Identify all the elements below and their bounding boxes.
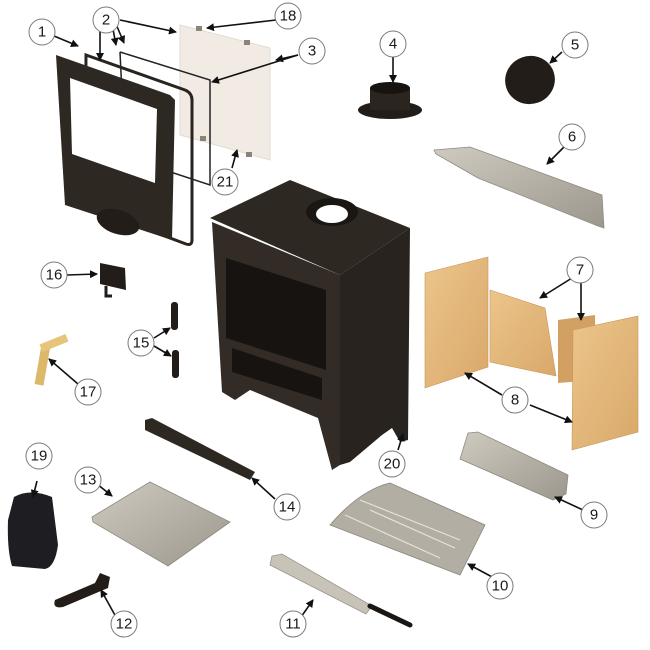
callout-20: 20 (378, 450, 406, 478)
callout-19: 19 (25, 442, 53, 470)
svg-text:17: 17 (80, 384, 97, 401)
svg-text:21: 21 (217, 174, 234, 191)
callout-8: 8 (501, 386, 529, 414)
callout-17: 17 (74, 378, 102, 406)
tool (54, 573, 110, 608)
svg-text:6: 6 (568, 129, 576, 146)
svg-text:3: 3 (308, 43, 316, 60)
callout-6: 6 (558, 123, 586, 151)
svg-text:18: 18 (280, 8, 297, 25)
flue-collar (358, 82, 422, 119)
callout-18: 18 (274, 2, 302, 30)
callout-1: 1 (28, 18, 56, 46)
callout-9: 9 (580, 501, 608, 529)
hinge-pins (171, 302, 179, 378)
baffle-plate (433, 146, 605, 229)
glass-clip (196, 26, 202, 31)
svg-text:16: 16 (46, 267, 63, 284)
svg-text:1: 1 (38, 24, 46, 41)
riddling-bar (269, 553, 413, 628)
leader-lines (30, 19, 585, 618)
firebricks (424, 256, 639, 451)
stove-body (210, 180, 410, 470)
callout-11: 11 (279, 610, 307, 638)
callout-4: 4 (379, 30, 407, 58)
svg-text:15: 15 (133, 335, 150, 352)
door-handle (34, 334, 69, 386)
svg-text:9: 9 (590, 507, 598, 524)
svg-text:20: 20 (384, 456, 401, 473)
callout-16: 16 (40, 261, 68, 289)
glass-panel (179, 24, 271, 161)
ash-pan (91, 481, 231, 567)
callout-15: 15 (127, 329, 155, 357)
callout-3: 3 (298, 37, 326, 65)
callout-13: 13 (74, 466, 102, 494)
callout-10: 10 (486, 572, 514, 600)
svg-text:5: 5 (571, 37, 579, 54)
callout-14: 14 (273, 493, 301, 521)
svg-text:11: 11 (285, 616, 301, 633)
svg-text:13: 13 (80, 472, 97, 489)
log-retainer (145, 418, 255, 480)
door-catch (100, 263, 126, 298)
svg-text:19: 19 (31, 448, 48, 465)
callout-21: 21 (211, 168, 239, 196)
svg-text:4: 4 (389, 36, 397, 53)
svg-text:8: 8 (511, 392, 519, 409)
grate (329, 482, 486, 576)
glass-clip (244, 40, 250, 45)
callout-12: 12 (110, 610, 138, 638)
svg-text:7: 7 (576, 262, 584, 279)
callout-2: 2 (92, 6, 120, 34)
svg-text:14: 14 (279, 499, 296, 516)
callout-7: 7 (566, 256, 594, 284)
stove-door (56, 55, 175, 240)
svg-text:10: 10 (492, 578, 509, 595)
svg-text:2: 2 (102, 12, 110, 29)
glass-clip (200, 136, 206, 141)
svg-text:12: 12 (116, 616, 133, 633)
grate-support-bar (459, 431, 569, 501)
glass-clip (246, 152, 252, 157)
gloves (7, 492, 59, 569)
blanking-plate (505, 55, 555, 105)
callout-5: 5 (561, 31, 589, 59)
